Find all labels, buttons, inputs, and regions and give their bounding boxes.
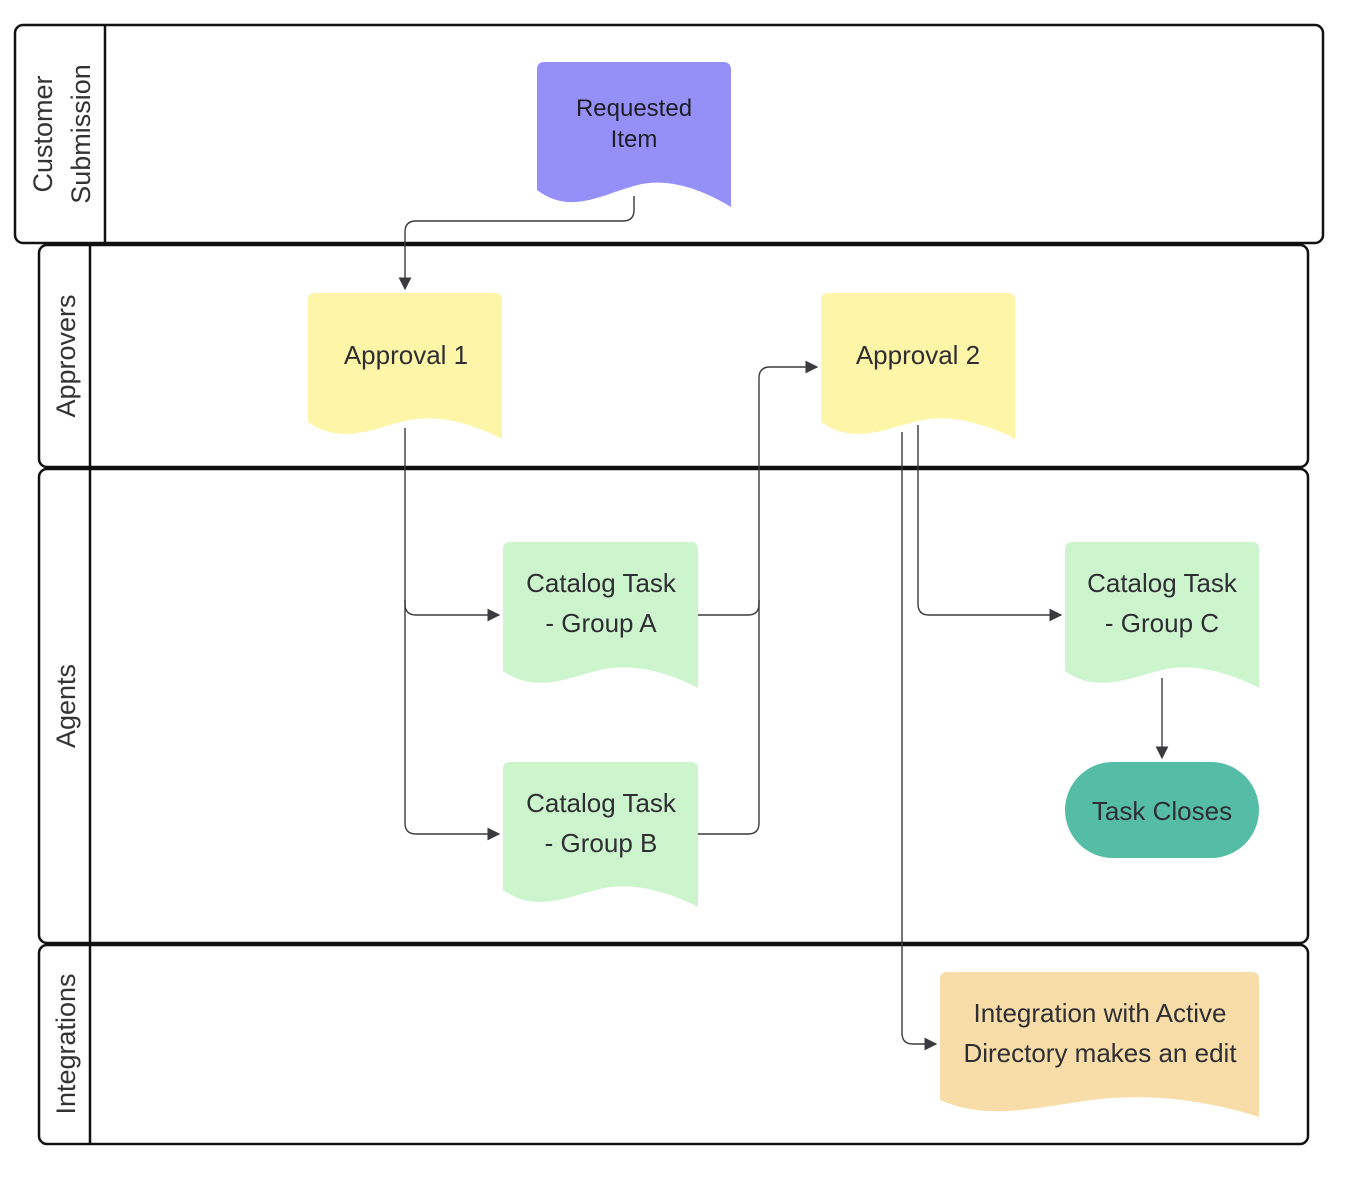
edge-approval-2-to-integration <box>901 432 938 1051</box>
node-label: - Group C <box>1105 608 1219 638</box>
node-label: Catalog Task <box>1087 568 1238 598</box>
node-label: Approval 2 <box>856 340 980 370</box>
node-integration-active-directory[interactable]: Integration with Active Directory makes … <box>940 972 1259 1117</box>
node-catalog-task-group-c[interactable]: Catalog Task - Group C <box>1065 542 1259 688</box>
lane-label-integrations: Integrations <box>51 973 81 1114</box>
edge-approval-1-to-task-b <box>404 600 501 841</box>
node-requested-item[interactable]: Requested Item <box>537 62 731 207</box>
lane-label-approvers: Approvers <box>51 294 81 417</box>
node-catalog-task-group-b[interactable]: Catalog Task - Group B <box>503 762 698 907</box>
lane-label-customer: Customer <box>28 75 58 192</box>
node-task-closes[interactable]: Task Closes <box>1065 762 1259 858</box>
node-label: Item <box>611 126 658 153</box>
lane-label-submission: Submission <box>66 64 96 204</box>
node-label: Integration with Active <box>974 998 1227 1028</box>
edge-requested-to-approval-1 <box>398 196 635 291</box>
node-label: - Group B <box>545 828 658 858</box>
node-catalog-task-group-a[interactable]: Catalog Task - Group A <box>503 542 698 688</box>
node-label: - Group A <box>545 608 657 638</box>
edge-task-a-to-approval-2 <box>698 360 819 616</box>
edge-approval-2-to-task-c <box>917 425 1063 622</box>
node-label: Directory makes an edit <box>963 1038 1237 1068</box>
node-label: Catalog Task <box>526 568 677 598</box>
edge-task-b-to-approval-2 <box>698 600 760 835</box>
lane-label-agents: Agents <box>51 664 81 748</box>
node-label: Task Closes <box>1092 796 1232 826</box>
lane-approvers: Approvers <box>37 243 1310 469</box>
lane-agents: Agents <box>37 467 1310 945</box>
node-label: Approval 1 <box>344 340 468 370</box>
node-label: Catalog Task <box>526 788 677 818</box>
node-approval-2[interactable]: Approval 2 <box>821 293 1015 439</box>
node-approval-1[interactable]: Approval 1 <box>308 293 502 439</box>
node-label: Requested <box>576 95 692 122</box>
